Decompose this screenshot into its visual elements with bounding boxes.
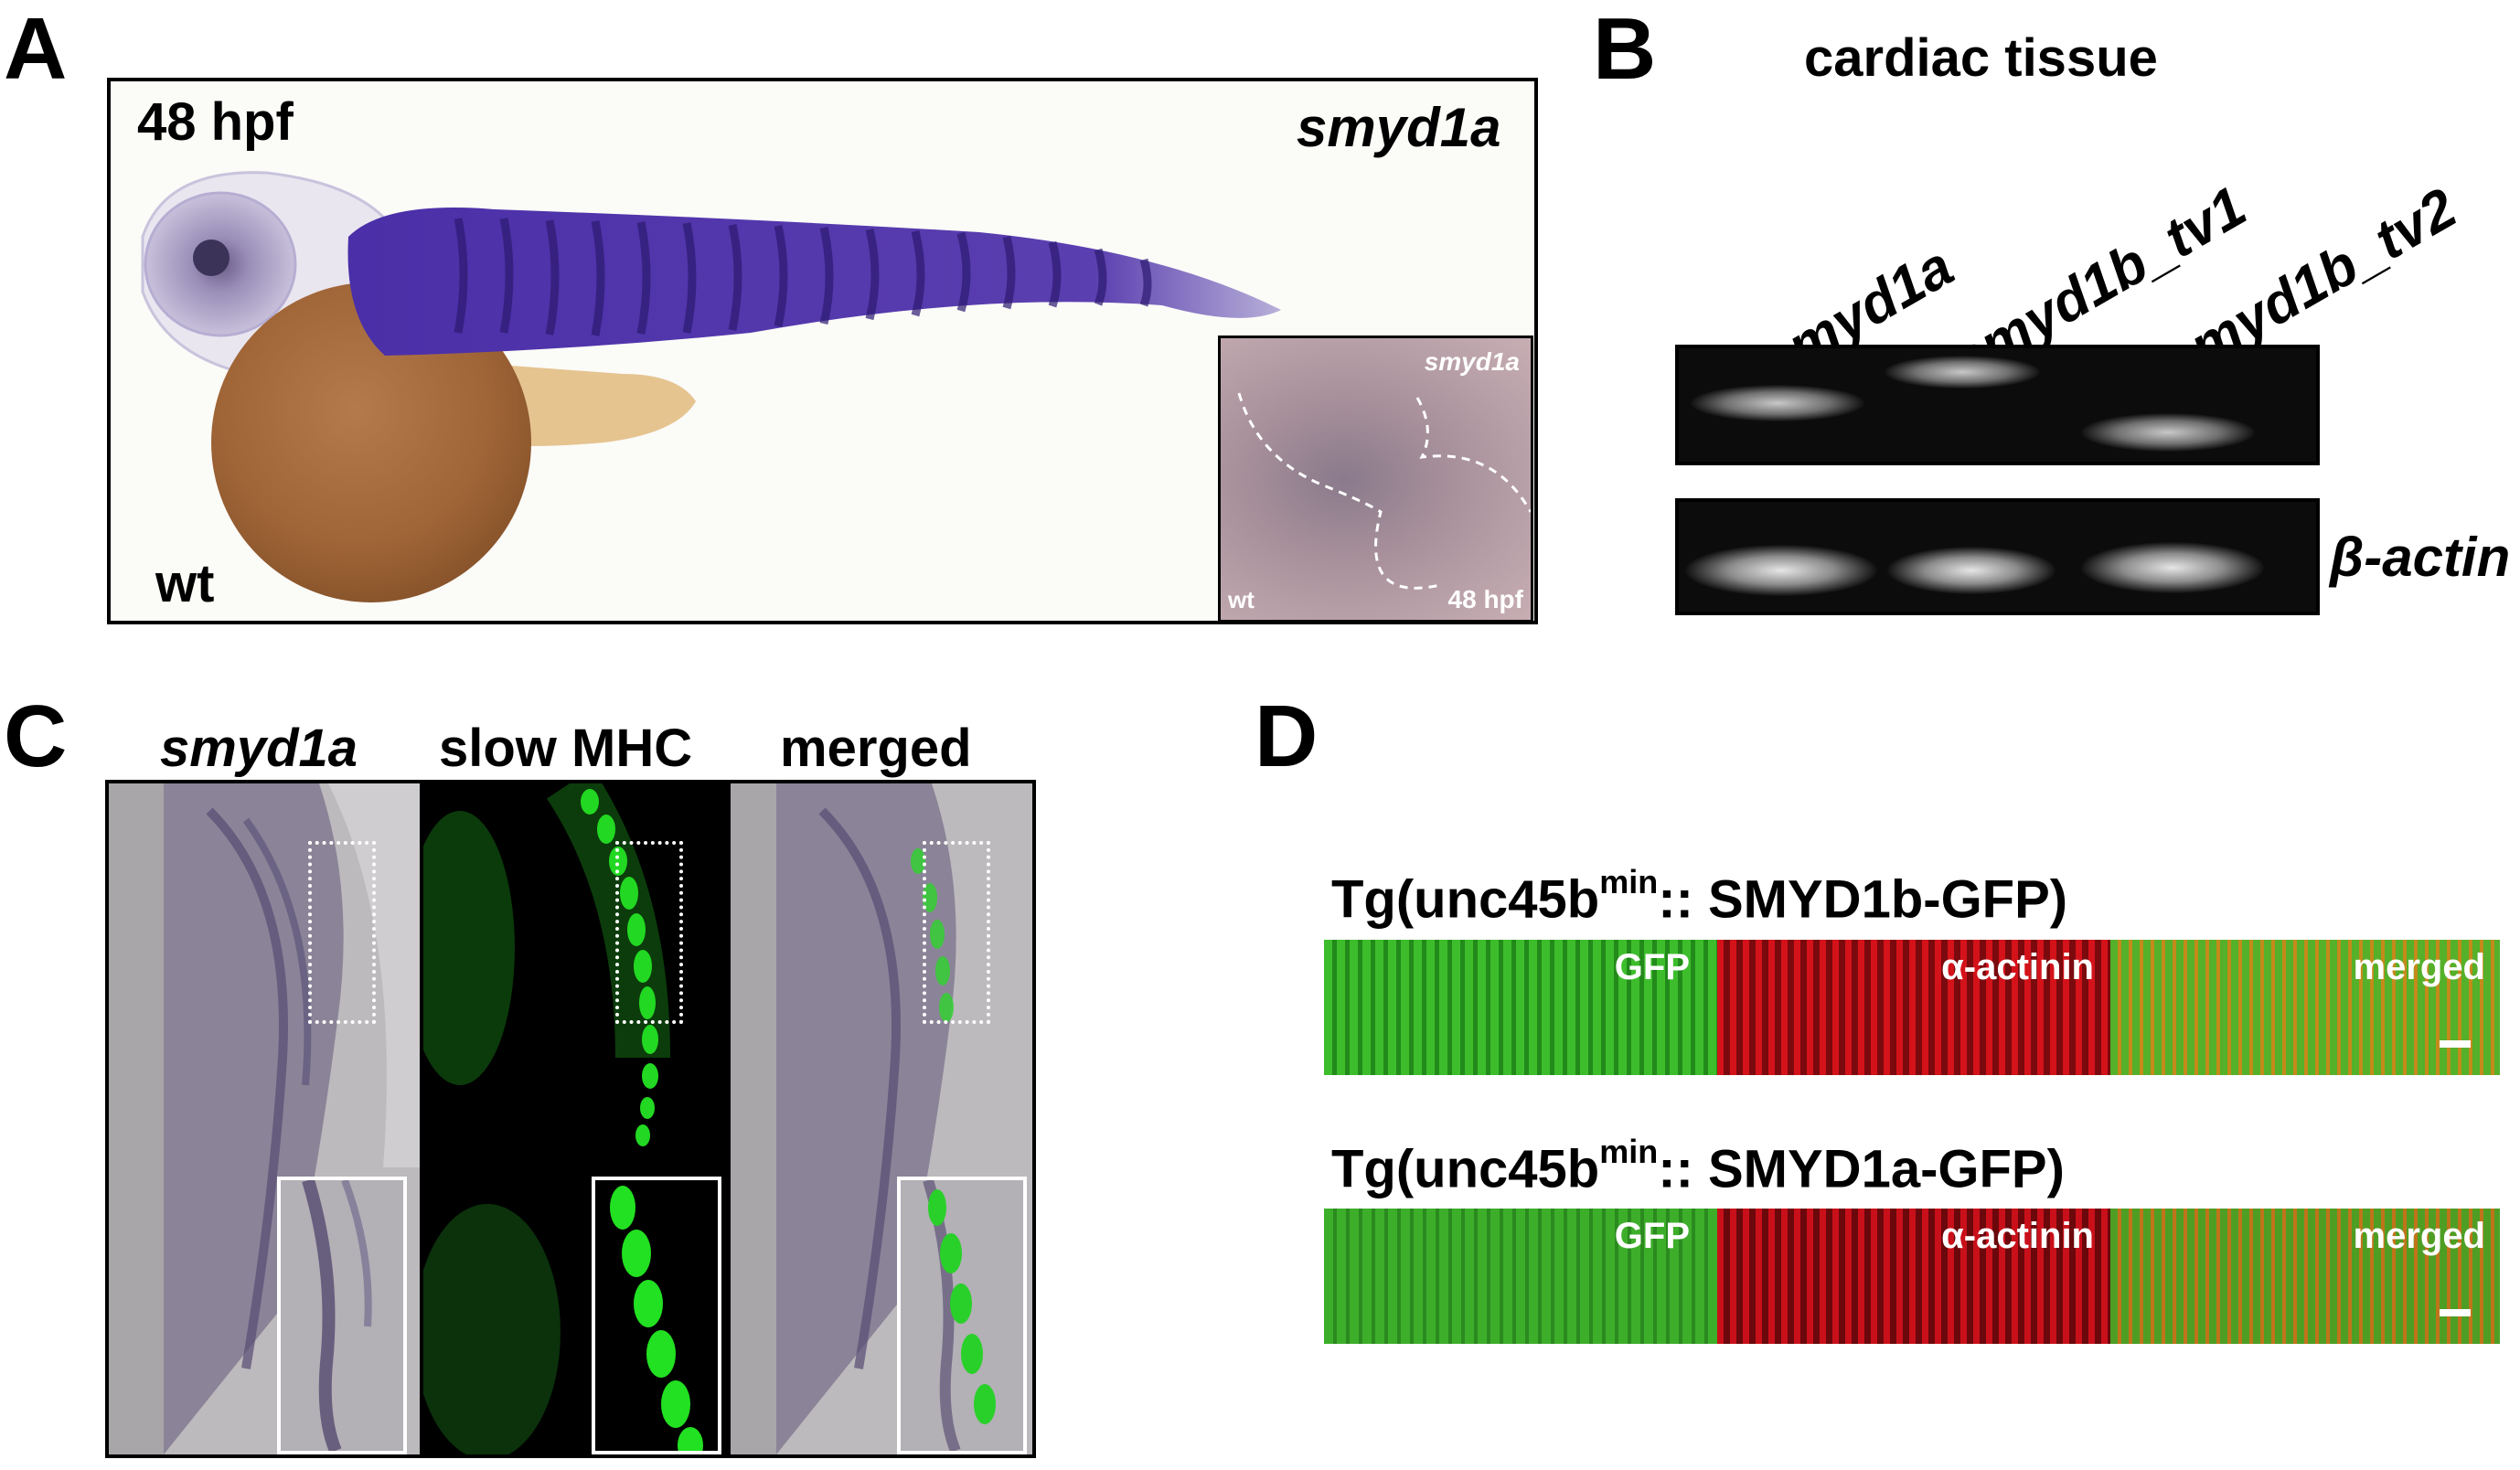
slow-mhc-zoom-content — [610, 1186, 703, 1454]
panel-c-slow-mhc — [423, 783, 727, 1454]
panel-c-col-3: merged — [780, 719, 972, 778]
panel-a-label: A — [4, 0, 68, 98]
d-row1-gfp-label: GFP — [1614, 947, 1690, 987]
d-row1-scale-bar — [2440, 1040, 2471, 1048]
d-row2-tg-sup: min — [1599, 1133, 1659, 1170]
merged-zoom-inset — [897, 1177, 1027, 1454]
inset-gene: smyd1a — [1424, 347, 1520, 376]
d-row1-gfp: GFP — [1324, 940, 1717, 1075]
panel-c-label: C — [4, 687, 68, 785]
gel-target-bands — [1691, 356, 2255, 452]
d-row2-gfp: GFP — [1324, 1209, 1717, 1344]
d-row2-actinin-label: α-actinin — [1941, 1216, 2094, 1256]
d-row1-title: Tg(unc45bmin:: SMYD1b-GFP) — [1331, 863, 2068, 930]
panel-a-stage: 48 hpf — [137, 92, 294, 152]
d-row1-actinin: α-actinin — [1717, 940, 2110, 1075]
d-row2-actinin: α-actinin — [1717, 1209, 2110, 1344]
d-row2-gfp-label: GFP — [1614, 1216, 1690, 1256]
d-row1-merged: merged — [2110, 940, 2500, 1075]
d-row1-merged-label: merged — [2353, 947, 2486, 987]
actin-band-1 — [1685, 545, 1877, 596]
slow-mhc-roi-box — [615, 841, 683, 1024]
d-row2-tg-suffix: :: SMYD1a-GFP) — [1658, 1139, 2065, 1199]
band-lane-1 — [1691, 385, 1864, 421]
panel-a-genotype: wt — [155, 554, 215, 613]
gel-control — [1675, 498, 2320, 615]
slow-mhc-zoom-inset — [592, 1177, 721, 1454]
ish-roi-box — [308, 841, 376, 1024]
gel-control-bands — [1685, 542, 2264, 596]
panel-c-merged — [731, 783, 1032, 1454]
ish-zoom-inset — [277, 1177, 407, 1454]
panel-c-ish — [109, 783, 420, 1454]
inset-stage: 48 hpf — [1447, 585, 1523, 613]
inset-heart-outline — [1237, 392, 1531, 590]
merged-zoom-content — [923, 1178, 996, 1454]
merged-tissue — [731, 783, 1032, 1454]
somite-stripes — [454, 218, 1152, 336]
d-row1-tg-suffix: :: SMYD1b-GFP) — [1658, 869, 2068, 930]
band-lane-2 — [1885, 356, 2040, 389]
gel-target — [1675, 345, 2320, 465]
zebrafish-embryo-illustration — [141, 171, 1281, 602]
band-lane-3 — [2081, 413, 2255, 452]
d-row2-tg-prefix: Tg(unc45b — [1331, 1139, 1600, 1199]
ish-tissue — [109, 783, 420, 1454]
panel-c-images — [105, 780, 1036, 1458]
panel-b-label: B — [1593, 0, 1657, 98]
d-row1-actinin-label: α-actinin — [1941, 947, 2094, 987]
d-row1-tg-sup: min — [1599, 863, 1659, 900]
d-row2-scale-bar — [2440, 1309, 2471, 1316]
ish-zoom-content — [302, 1177, 372, 1454]
actin-band-2 — [1887, 547, 2056, 594]
actin-band-3 — [2081, 542, 2264, 593]
d-row2-title: Tg(unc45bmin:: SMYD1a-GFP) — [1331, 1133, 2065, 1199]
panel-c-col-1: smyd1a — [160, 719, 358, 778]
d-row2-merged-label: merged — [2353, 1216, 2486, 1256]
panel-b-title: cardiac tissue — [1804, 28, 2158, 88]
d-row2-merged: merged — [2110, 1209, 2500, 1344]
inset-genotype: wt — [1228, 586, 1255, 613]
slow-fiber-dots — [581, 789, 658, 1146]
gel-control-label: β-actin — [2330, 527, 2511, 588]
panel-c-col-2: slow MHC — [439, 719, 693, 778]
merged-roi-box — [923, 841, 990, 1024]
panel-d-label: D — [1255, 687, 1319, 785]
panel-a-inset: smyd1a wt 48 hpf — [1218, 336, 1533, 623]
d-row1-tg-prefix: Tg(unc45b — [1331, 869, 1600, 930]
panel-a-gene: smyd1a — [1297, 97, 1501, 158]
